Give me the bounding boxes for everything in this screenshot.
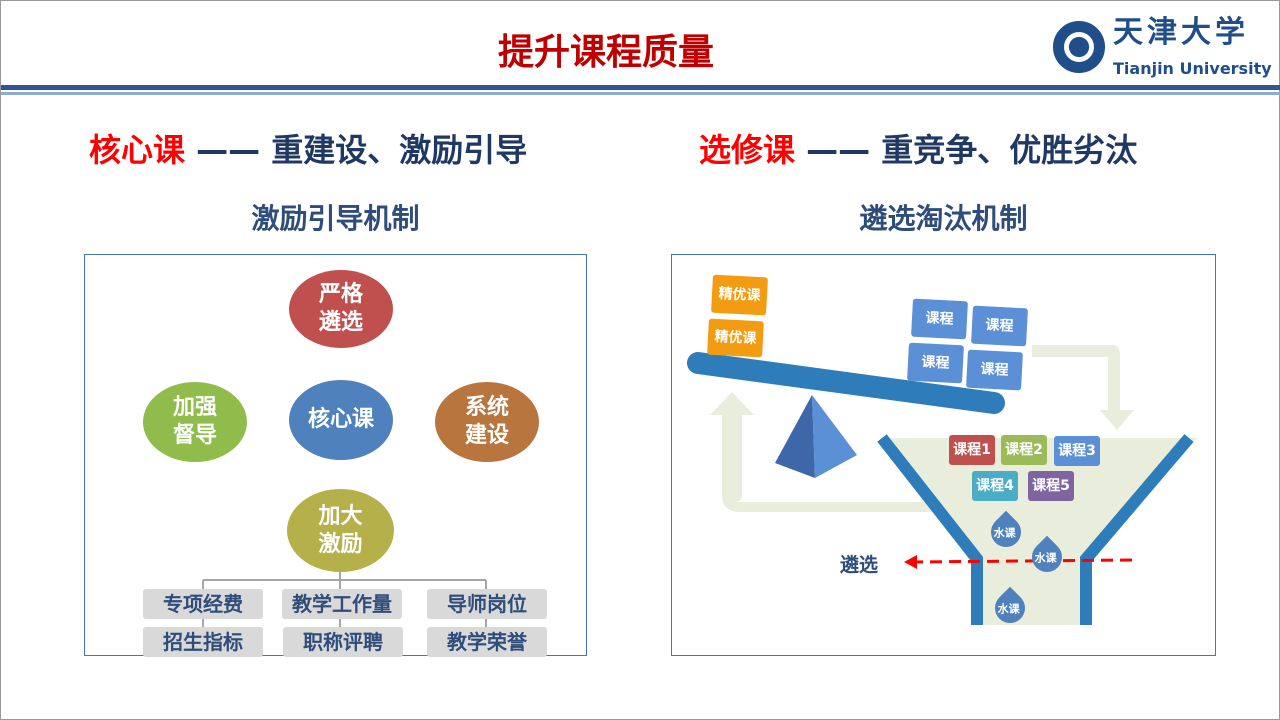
course-block: 课程: [971, 305, 1028, 347]
box-teaching-honor: 教学荣誉: [427, 627, 547, 657]
premium-course: 精优课: [711, 274, 768, 316]
node-strict-selection: 严格 遴选: [289, 270, 393, 348]
diagram-shapes: [687, 345, 1197, 625]
header-rule: [1, 85, 1280, 90]
funnel-course-5: 课程5: [1028, 471, 1074, 501]
right-heading-key: 选修课: [699, 131, 796, 169]
node-supervision: 加强 督导: [143, 382, 247, 462]
pyramid-right: [812, 395, 857, 478]
filter-label: 遴选: [840, 554, 879, 576]
funnel-course-3: 课程3: [1054, 436, 1100, 466]
right-subtitle: 遴选淘汰机制: [859, 202, 1028, 235]
right-heading: 选修课 —— 重竞争、优胜劣汰: [699, 125, 1137, 171]
pyramid-left: [775, 395, 815, 478]
left-subtitle: 激励引导机制: [251, 202, 420, 235]
box-enrollment-quota: 招生指标: [143, 627, 263, 657]
funnel-course-4: 课程4: [972, 471, 1018, 501]
seesaw-beam: [687, 352, 1005, 414]
funnel-body: [884, 438, 1197, 625]
right-heading-rest: —— 重竞争、优胜劣汰: [795, 131, 1138, 169]
seal-icon: [1053, 21, 1105, 73]
funnel-course-1: 课程1: [949, 435, 995, 465]
left-heading-key: 核心课: [89, 131, 186, 169]
incentive-diagram: 严格 遴选 加强 督导 核心课 系统 建设 加大 激励 专项经费 教学工作量 导…: [84, 254, 587, 657]
drop-label: 水课: [993, 526, 1016, 540]
box-title-promotion: 职称评聘: [283, 627, 403, 657]
elimination-diagram: 精优课 精优课 课程 课程 课程 课程 课程1 课程2 课程3 课程4 课程5 …: [671, 254, 1216, 656]
box-mentor-position: 导师岗位: [427, 589, 547, 619]
node-core-course: 核心课: [289, 380, 393, 460]
course-block: 课程: [907, 342, 964, 384]
funnel-course-2: 课程2: [1001, 435, 1047, 465]
drop-label: 水课: [1034, 551, 1057, 565]
node-incentive: 加大 激励: [287, 489, 394, 572]
filter-arrowhead: [904, 555, 917, 569]
drop-label: 水课: [997, 602, 1020, 616]
left-heading-rest: —— 重建设、激励引导: [185, 131, 528, 169]
course-block: 课程: [966, 349, 1023, 391]
logo-cn: 天津大学: [1113, 15, 1249, 50]
cycle-arrows: [710, 345, 1134, 512]
node-system-building: 系统 建设: [435, 382, 539, 462]
logo-en: Tianjin University: [1113, 59, 1272, 78]
box-special-funds: 专项经费: [143, 589, 263, 619]
slide-title: 提升课程质量: [497, 32, 714, 73]
box-teaching-load: 教学工作量: [282, 589, 402, 619]
course-block: 课程: [911, 298, 968, 340]
left-heading: 核心课 —— 重建设、激励引导: [89, 125, 527, 171]
header-rule-thin: [1, 92, 1280, 95]
university-logo: 天津大学 Tianjin University: [1053, 15, 1275, 81]
premium-course: 精优课: [707, 318, 764, 358]
